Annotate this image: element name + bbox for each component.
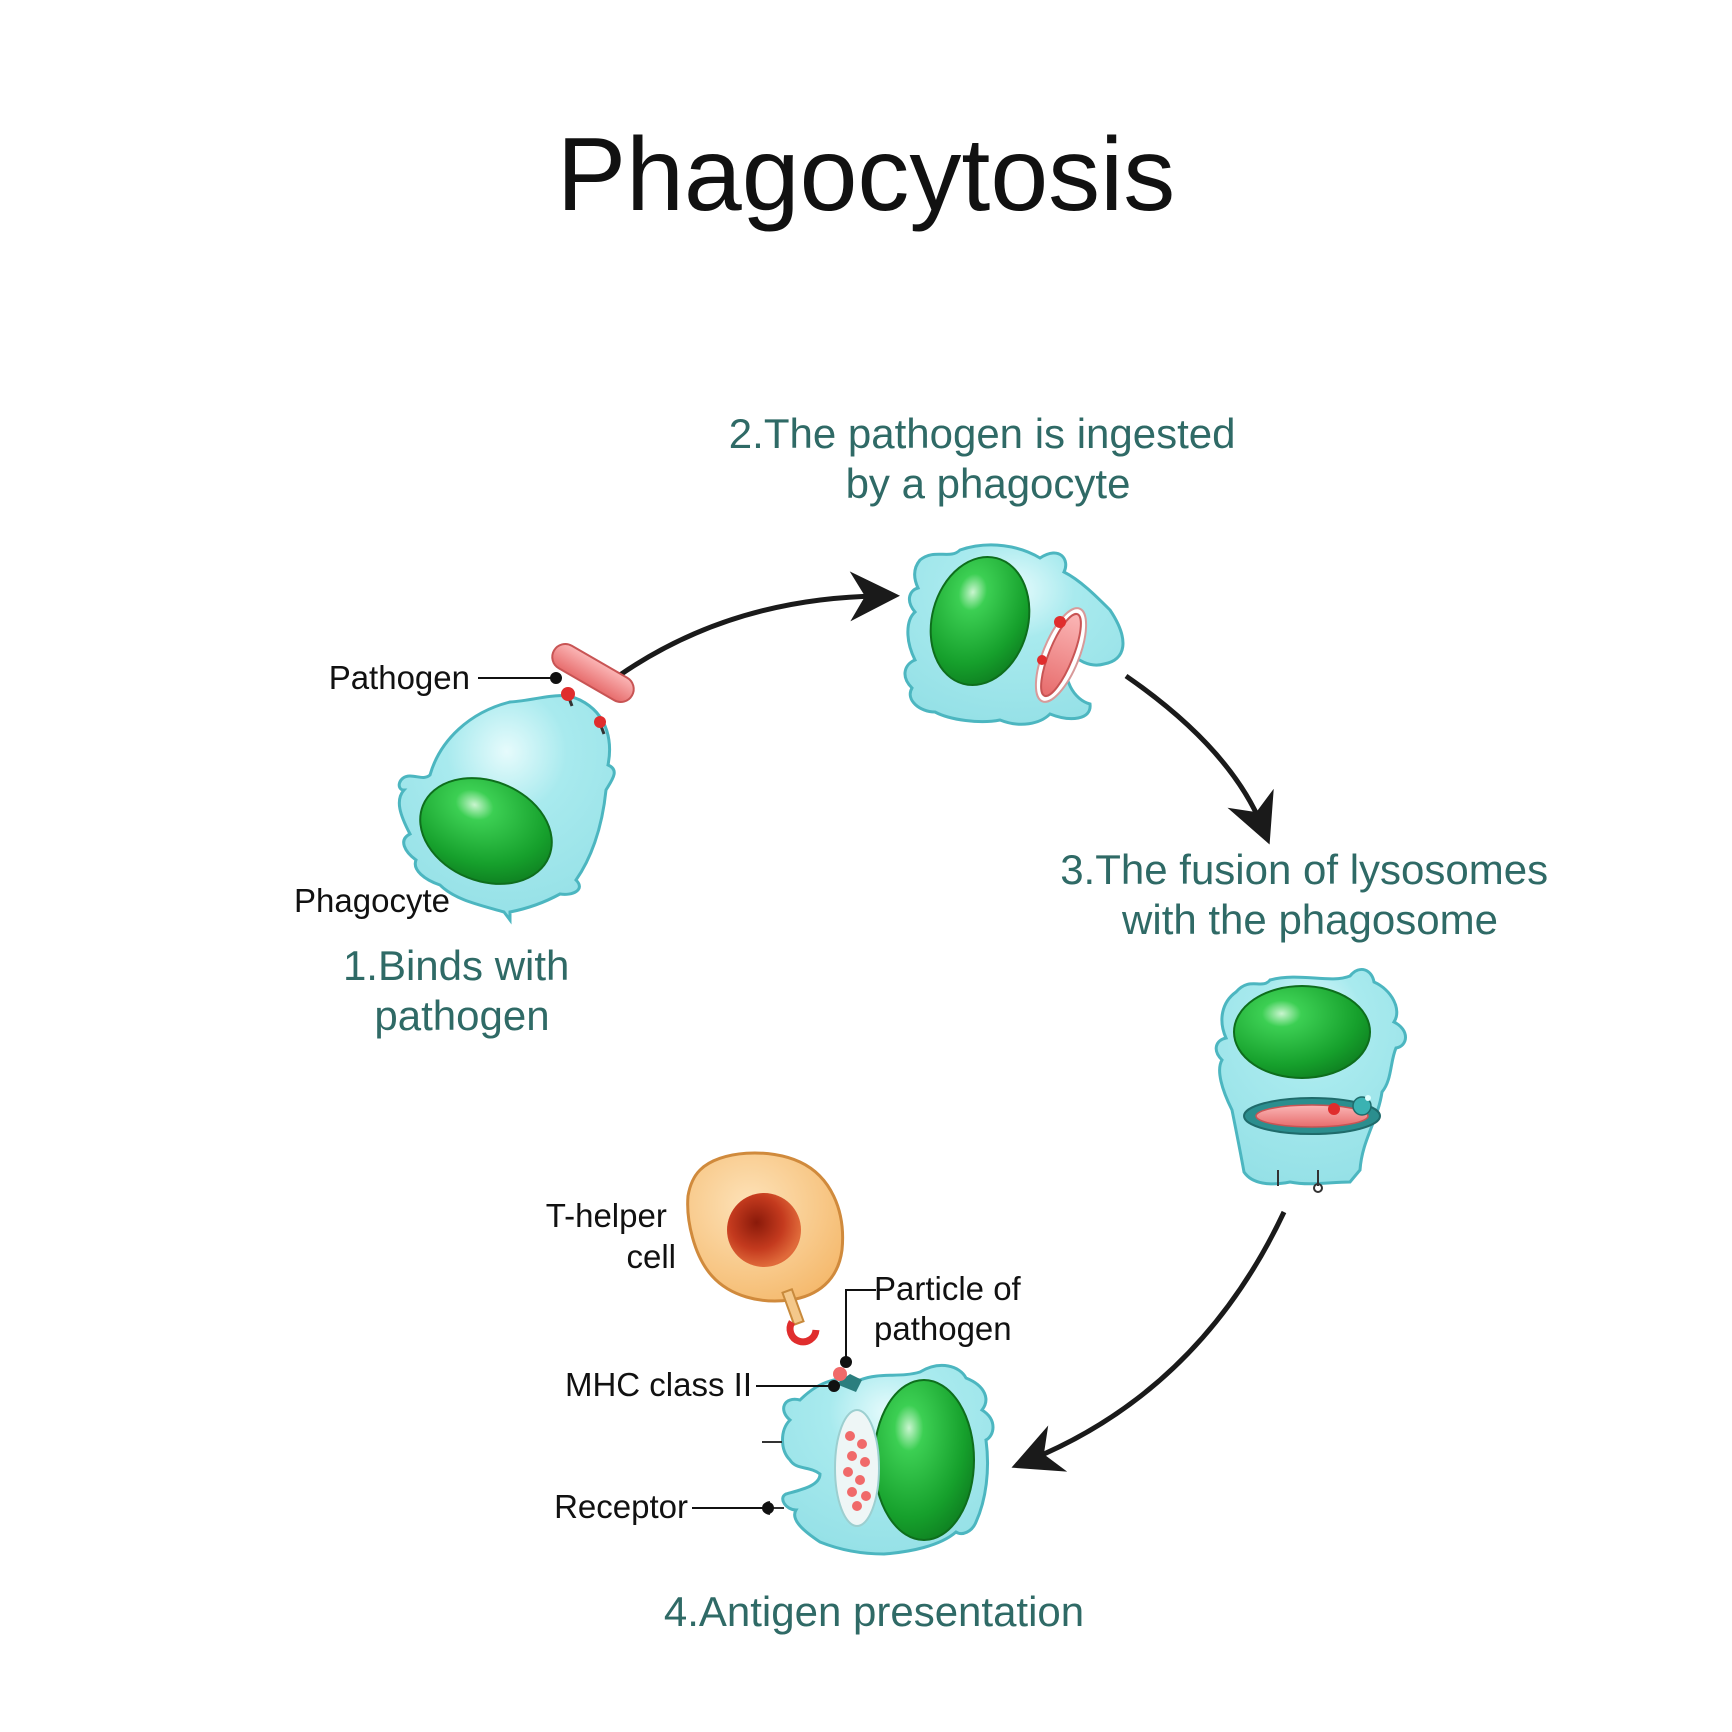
t-cell-receptor [786, 1320, 820, 1346]
binding-site [594, 716, 606, 728]
step-2-line-2: by a phagocyte [846, 460, 1131, 507]
t-cell-nucleus [727, 1193, 801, 1267]
t-helper-label: T-helper cell [546, 1197, 676, 1275]
particle-line-2: pathogen [874, 1310, 1012, 1347]
nucleus [929, 555, 1031, 687]
arrow-1-to-2 [600, 571, 900, 690]
t-helper-line-1: T-helper [546, 1197, 667, 1234]
pathogen-particles [843, 1431, 871, 1511]
nucleus [419, 777, 553, 885]
cycle-arrows [600, 571, 1287, 1472]
callouts [478, 672, 876, 1514]
receptor-label: Receptor [554, 1488, 688, 1525]
pathogen-bacterium [551, 643, 635, 703]
nucleus [873, 1379, 975, 1541]
particle-of-pathogen [833, 1367, 847, 1381]
particle-label: Particle of pathogen [874, 1270, 1030, 1347]
phagocyte-cell-step2 [903, 543, 1125, 726]
step-1-line-2: pathogen [374, 992, 549, 1039]
step-1-line-1: 1.Binds with [343, 942, 569, 989]
pathogen-bacterium [1040, 612, 1082, 698]
arrow-3-to-4 [1011, 1210, 1287, 1472]
binding-site [561, 687, 575, 701]
t-cell-receptor-stalk [781, 1288, 805, 1326]
step-3-line-1: 3.The fusion of lysosomes [1060, 846, 1548, 893]
nucleus [1233, 985, 1371, 1079]
phagocyte-cell-step4 [762, 1363, 995, 1556]
step-1-label: 1.Binds with pathogen [343, 942, 581, 1039]
arrow-2-to-3 [1124, 673, 1274, 845]
step-3-label: 3.The fusion of lysosomes with the phago… [1060, 846, 1560, 943]
step-2-label: 2.The pathogen is ingested by a phagocyt… [729, 410, 1247, 507]
mhc-label: MHC class II [565, 1366, 752, 1403]
lysosome [1352, 1096, 1372, 1116]
step-3-line-2: with the phagosome [1121, 896, 1498, 943]
phagocyte-cell-step1 [397, 643, 635, 925]
phagocyte-cell-step3 [1214, 967, 1407, 1193]
t-helper-cell [686, 1151, 845, 1346]
mhc-class-ii [836, 1374, 862, 1392]
step-2-line-1: 2.The pathogen is ingested [729, 410, 1236, 457]
phagocyte-label: Phagocyte [294, 882, 450, 919]
page-title: Phagocytosis [557, 117, 1176, 233]
pathogen-label: Pathogen [329, 659, 470, 696]
t-helper-line-2: cell [626, 1238, 676, 1275]
step-4-label: 4.Antigen presentation [664, 1588, 1084, 1635]
particle-line-1: Particle of [874, 1270, 1022, 1307]
